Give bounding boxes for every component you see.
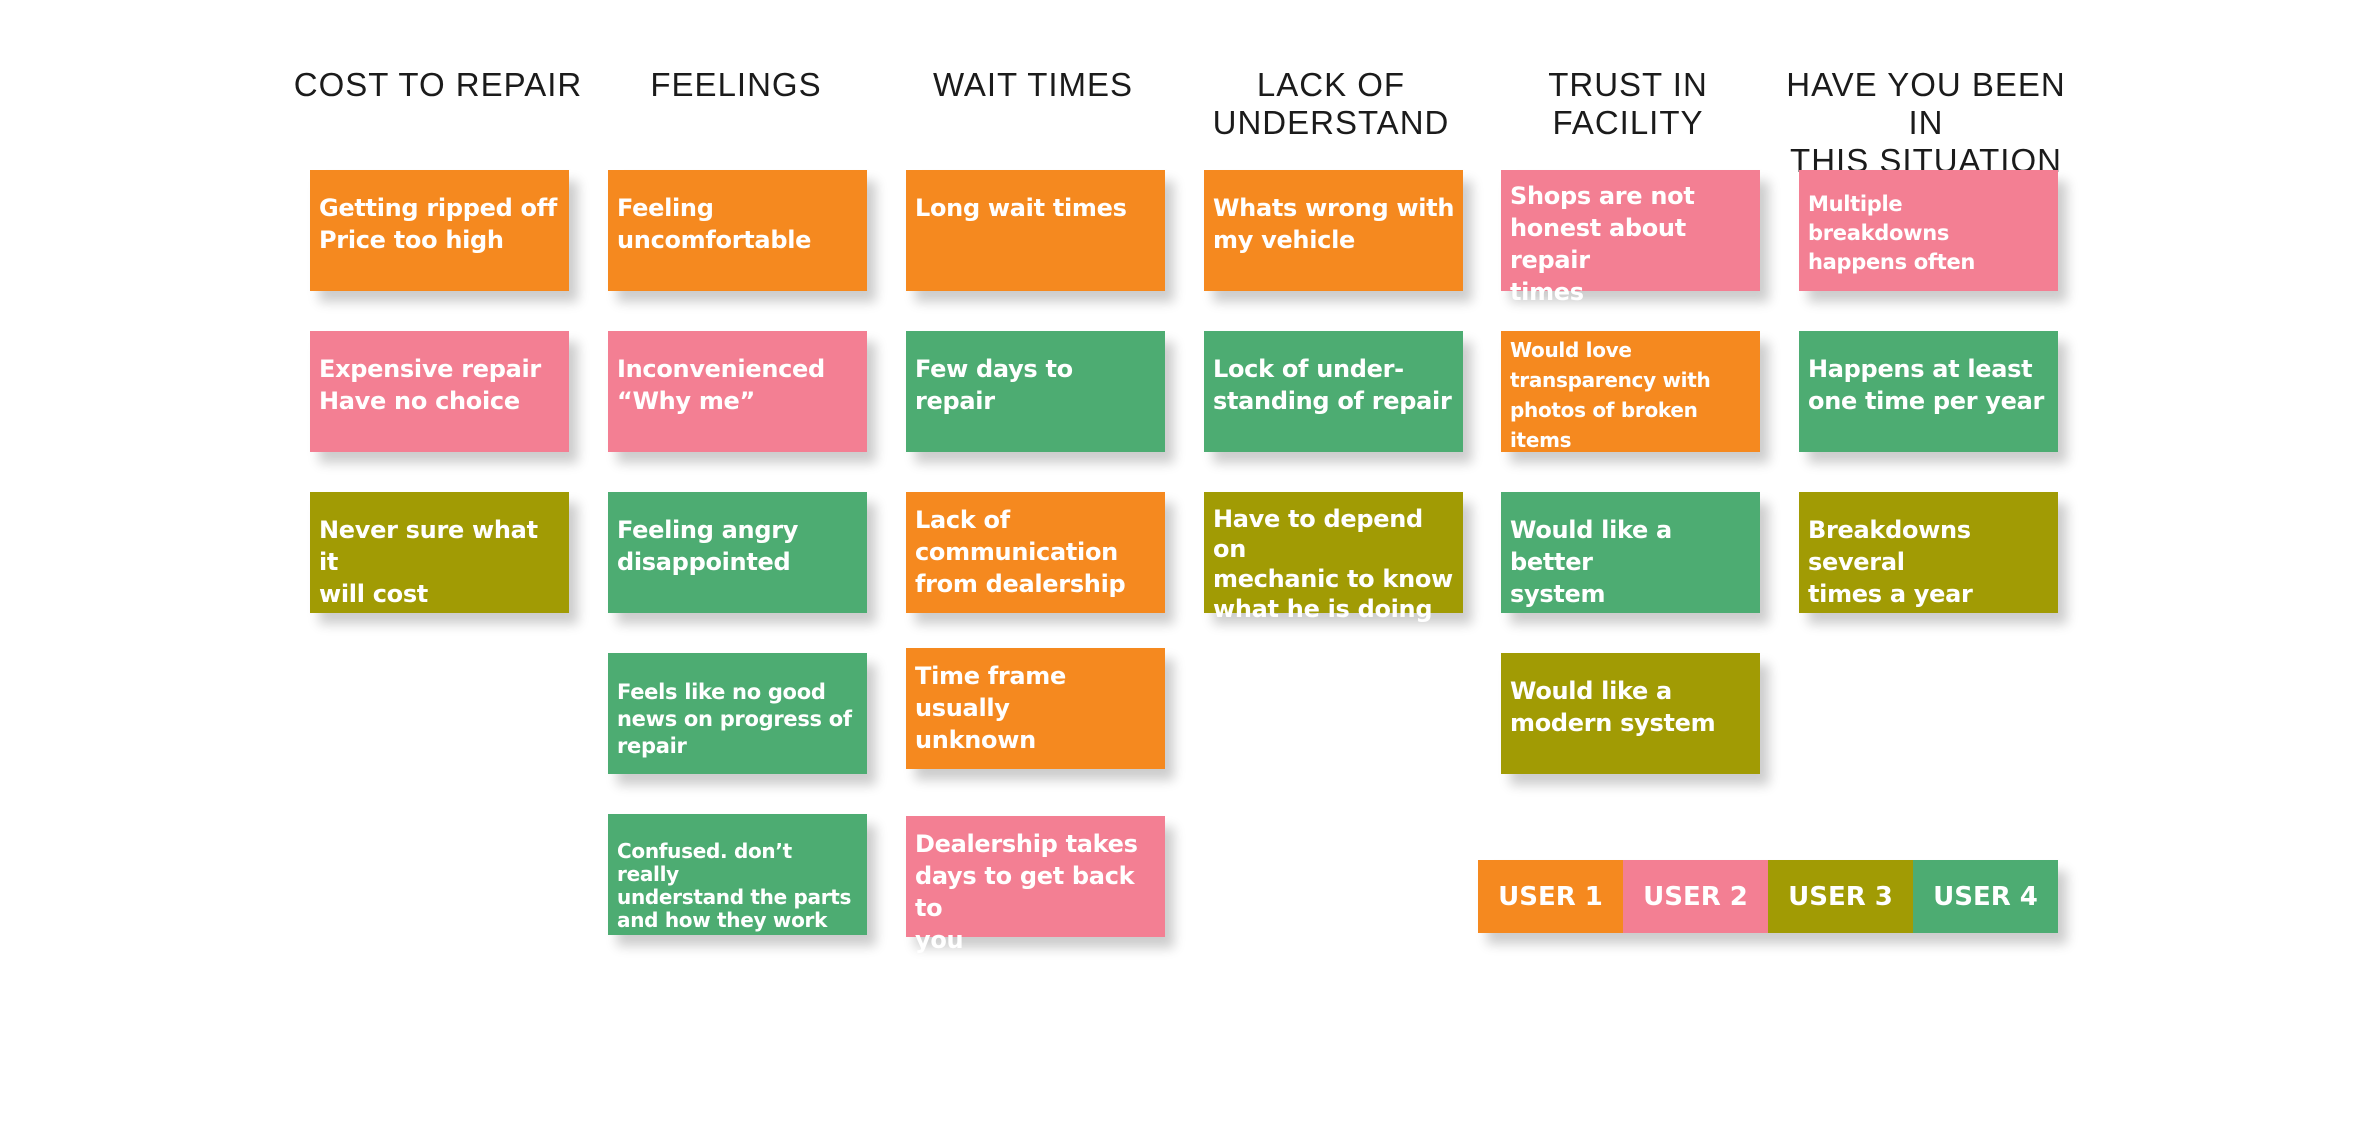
sticky-note: Dealership takes days to get back to you [906,816,1165,954]
sticky-note: Would love transparency with photos of b… [1501,331,1760,452]
sticky-note: Never sure what it will cost [310,492,569,613]
sticky-note: Time frame usually unknown [906,648,1165,769]
column-header-cost-to-repair: COST TO REPAIR [293,66,583,103]
sticky-note: Would like a modern system [1501,653,1760,774]
sticky-note: Feeling angry disappointed [608,492,867,613]
sticky-note: Have to depend on mechanic to know what … [1204,492,1463,623]
sticky-note: Feeling uncomfortable [608,170,867,291]
sticky-note: Confused. don’t really understand the pa… [608,814,867,935]
sticky-note: Feels like no good news on progress of r… [608,653,867,774]
column-header-feelings: FEELINGS [650,66,822,103]
sticky-note: Breakdowns several times a year [1799,492,2058,613]
legend-user-4: USER 4 [1913,860,2058,933]
legend-user-2: USER 2 [1623,860,1768,933]
sticky-note: Expensive repair Have no choice [310,331,569,452]
column-header-lack-of-understand: LACK OF UNDERSTAND [1212,66,1450,141]
sticky-note: Lack of communication from dealership [906,492,1165,613]
sticky-note: Lock of under- standing of repair [1204,331,1463,452]
legend-user-3: USER 3 [1768,860,1913,933]
sticky-note: Long wait times [906,170,1165,291]
column-header-wait-times: WAIT TIMES [932,66,1134,103]
sticky-note: Would like a better system [1501,492,1760,613]
sticky-note: Whats wrong with my vehicle [1204,170,1463,291]
sticky-note: Shops are not honest about repair times [1501,170,1760,306]
legend-user-1: USER 1 [1478,860,1623,933]
sticky-note: Happens at least one time per year [1799,331,2058,452]
sticky-note: Inconvenienced “Why me” [608,331,867,452]
column-header-have-you-been: HAVE YOU BEEN IN THIS SITUATION [1786,66,2066,179]
user-legend: USER 1 USER 2 USER 3 USER 4 [1478,860,2058,933]
sticky-note: Multiple breakdowns happens often [1799,170,2058,291]
sticky-note: Few days to repair [906,331,1165,452]
column-header-trust-in-facility: TRUST IN FACILITY [1548,66,1708,141]
sticky-note: Getting ripped off Price too high [310,170,569,291]
